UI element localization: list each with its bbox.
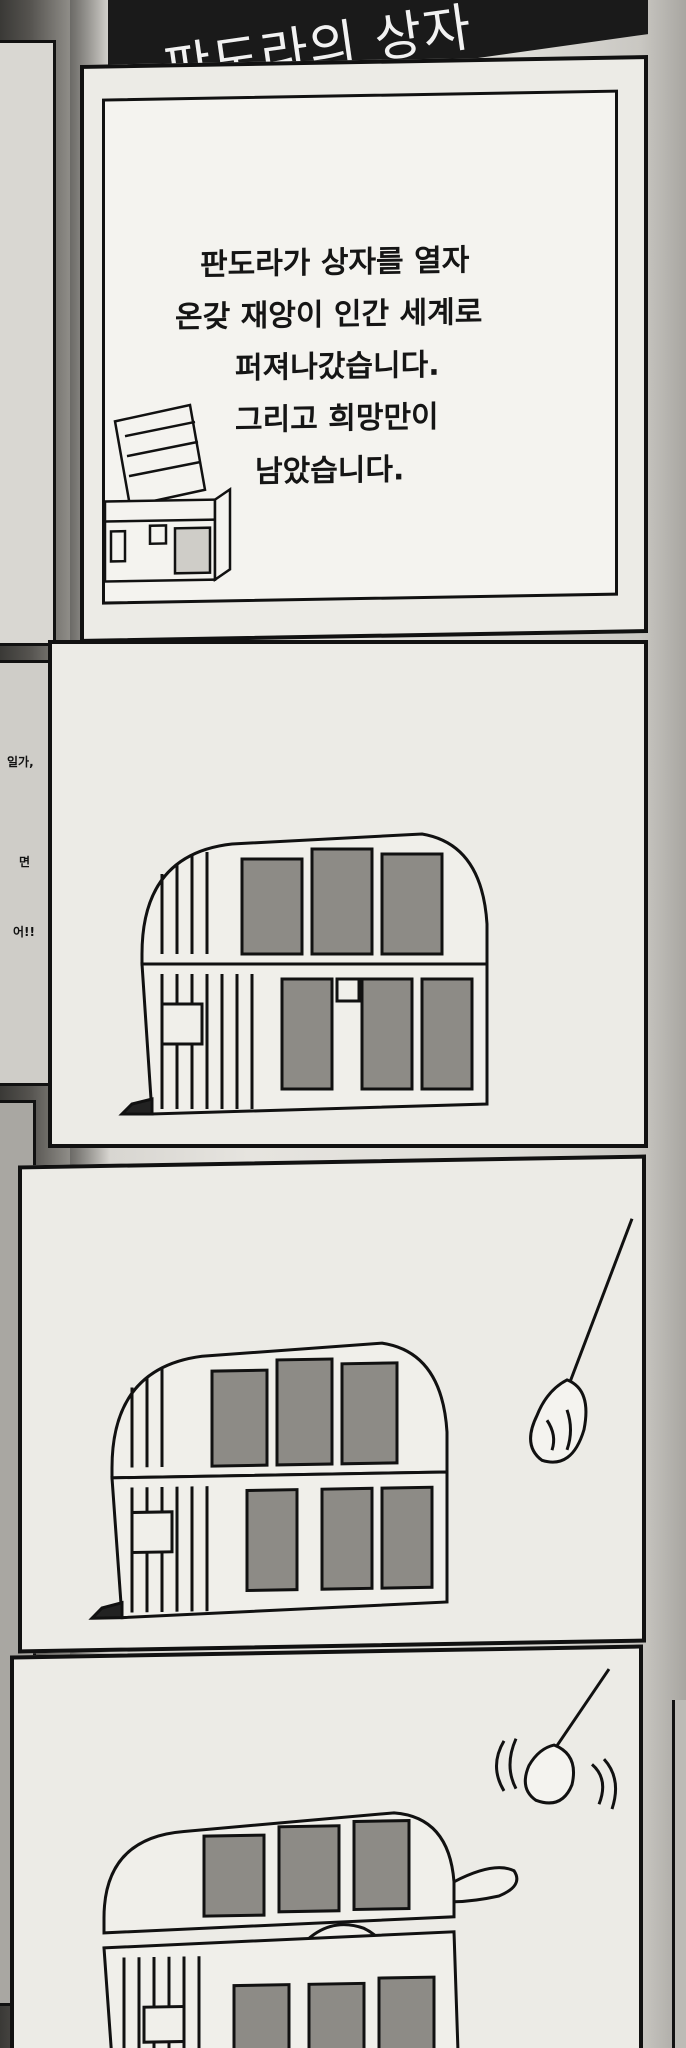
treasure-chest-closed-illustration <box>118 832 489 1116</box>
narration-line-1: 판도라가 상자를 열자 <box>200 243 470 283</box>
left-fragment-text-3: 어!! <box>13 925 35 939</box>
left-panel-1 <box>0 40 56 646</box>
left-panel-2: 일가, 면 어!! <box>0 660 56 1086</box>
opening-chest-with-creature-illustration <box>102 1811 519 2048</box>
shaking-feather-duster-icon <box>495 1668 618 1810</box>
treasure-chest-illustration <box>88 1341 449 1620</box>
feather-duster-icon <box>529 1218 634 1464</box>
panel-2 <box>48 640 648 1148</box>
panel-3 <box>18 1154 646 1654</box>
narration-line-2: 온갖 재앙이 인간 세계로 <box>175 294 483 336</box>
narration-line-5: 남았습니다. <box>255 452 405 490</box>
panel-1: 판도라가 상자를 열자 온갖 재앙이 인간 세계로 퍼져나갔습니다. 그리고 희… <box>80 55 648 643</box>
narration-line-4: 그리고 희망만이 <box>235 399 439 439</box>
small-open-chest-illustration <box>103 403 232 583</box>
narration-line-3: 퍼져나갔습니다. <box>235 347 440 387</box>
left-fragment-text-2: 면 <box>19 855 31 869</box>
panel-4 <box>10 1644 643 2048</box>
left-fragment-text-1: 일가, <box>7 755 34 769</box>
next-page-edge <box>672 1700 686 2048</box>
narration-box: 판도라가 상자를 열자 온갖 재앙이 인간 세계로 퍼져나갔습니다. 그리고 희… <box>102 89 618 605</box>
